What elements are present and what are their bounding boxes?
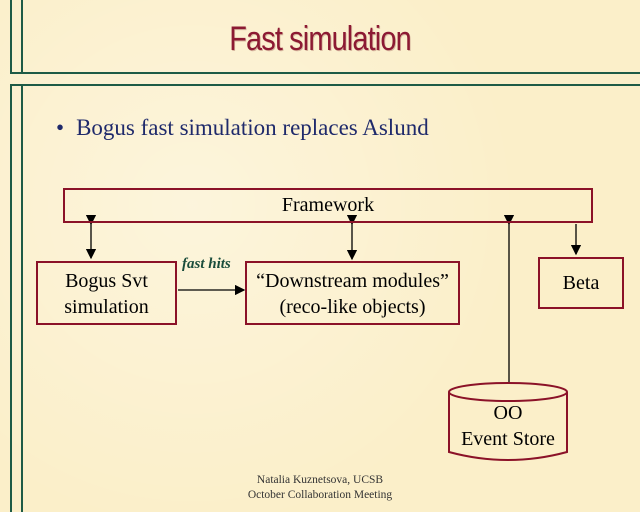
frame-line-left-inner [21, 0, 23, 74]
bullet-text: Bogus fast simulation replaces Aslund [76, 115, 429, 140]
frame-line-top [10, 72, 640, 74]
framework-box: Framework [63, 188, 593, 223]
bullet-dot-icon: • [56, 115, 65, 140]
framework-label: Framework [281, 194, 375, 216]
footer: Natalia Kuznetsova, UCSB October Collabo… [0, 473, 640, 503]
store-line1: OO [493, 402, 523, 424]
frame-line-left-lower-inner [21, 84, 23, 512]
event-store-label: OO Event Store [449, 400, 567, 452]
downstream-box: “Downstream modules” (reco-like objects) [245, 261, 460, 325]
event-store-top [448, 382, 568, 402]
beta-box: Beta [538, 257, 624, 309]
beta-label: Beta [562, 272, 600, 294]
frame-line-left-outer [10, 0, 12, 74]
bullet-item: • Bogus fast simulation replaces Aslund [56, 115, 429, 141]
frame-line-mid [10, 84, 640, 86]
frame-line-left-lower-outer [10, 84, 12, 512]
footer-author: Natalia Kuznetsova, UCSB [256, 474, 384, 486]
footer-meeting: October Collaboration Meeting [247, 489, 393, 501]
bogus-line2: simulation [64, 296, 149, 318]
downstream-line2: (reco-like objects) [279, 296, 426, 318]
event-store-cylinder [448, 392, 568, 461]
bogus-line1: Bogus Svt [65, 270, 148, 292]
bogus-svt-box: Bogus Svt simulation [36, 261, 177, 325]
fast-hits-label: fast hits [182, 256, 231, 272]
store-line2: Event Store [461, 428, 555, 450]
slide-title: Fast simulation [229, 20, 411, 58]
downstream-line1: “Downstream modules” [256, 270, 449, 292]
